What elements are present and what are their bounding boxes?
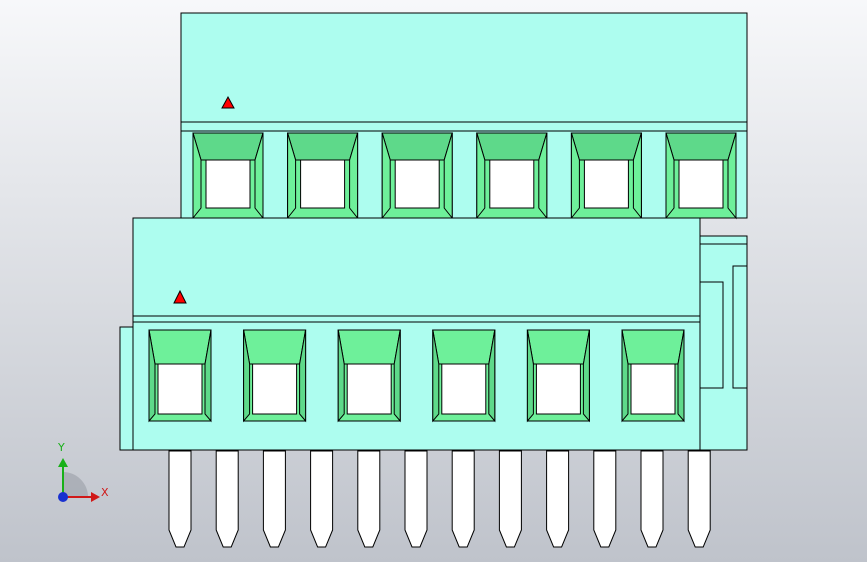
slot-bevel <box>570 132 580 220</box>
slot-bevel <box>526 329 590 365</box>
slot-bevel <box>677 329 685 423</box>
front-terminal-slot[interactable] <box>526 329 590 423</box>
slot-opening <box>205 159 251 209</box>
terminal-pin <box>593 450 617 548</box>
front-terminal-slot[interactable] <box>148 329 212 423</box>
back-terminal-slot[interactable] <box>286 132 359 220</box>
terminal-pin <box>168 450 192 548</box>
back-terminal-slot[interactable] <box>665 132 737 220</box>
front-terminal-slot[interactable] <box>621 329 685 423</box>
front-polarity-marker <box>173 289 187 304</box>
slot-bevel <box>192 132 202 220</box>
slot-bevel <box>727 132 737 220</box>
slot-opening <box>489 159 535 209</box>
slot-opening <box>252 363 298 415</box>
slot-bevel <box>538 132 548 220</box>
slot-bevel <box>381 132 453 161</box>
front-left-tab <box>119 326 134 451</box>
slot-bevel <box>526 329 534 423</box>
slot-opening <box>346 363 392 415</box>
slot-opening <box>535 363 581 415</box>
slot-bevel <box>665 132 675 220</box>
back-terminal-slot[interactable] <box>570 132 643 220</box>
origin-point <box>58 492 68 502</box>
slot-bevel <box>337 329 401 365</box>
back-terminal-slot[interactable] <box>476 132 548 220</box>
terminal-pin <box>357 450 381 548</box>
back-housing <box>180 12 748 219</box>
slot-opening <box>678 159 724 209</box>
slot-opening <box>630 363 676 415</box>
terminal-pin <box>451 450 475 548</box>
slot-bevel <box>632 132 642 220</box>
slot-bevel <box>381 132 391 220</box>
back-connector[interactable] <box>180 12 748 220</box>
x-axis-arrowhead <box>91 492 100 502</box>
terminal-pin <box>404 450 428 548</box>
slot-bevel <box>488 329 496 423</box>
coordinate-triad-icon <box>58 458 100 502</box>
back-terminal-slot[interactable] <box>381 132 453 220</box>
slot-bevel <box>432 329 496 365</box>
slot-bevel <box>476 132 548 161</box>
slot-bevel <box>299 329 307 423</box>
slot-bevel <box>621 329 629 423</box>
rail-post <box>732 265 748 389</box>
rail-top <box>699 235 748 245</box>
slot-bevel <box>287 132 297 220</box>
slot-bevel <box>349 132 359 220</box>
slot-opening <box>157 363 203 415</box>
triad-plane <box>63 472 88 497</box>
slot-bevel <box>476 132 486 220</box>
front-terminal-slot[interactable] <box>243 329 307 423</box>
terminal-pin <box>640 450 664 548</box>
slot-opening <box>300 159 346 209</box>
slot-bevel <box>582 329 590 423</box>
slot-bevel <box>286 132 359 161</box>
front-connector[interactable] <box>119 217 701 451</box>
slot-bevel <box>243 329 307 365</box>
front-terminal-slot[interactable] <box>337 329 401 423</box>
slot-bevel <box>432 329 440 423</box>
rail-inner <box>699 281 724 389</box>
slot-bevel <box>443 132 453 220</box>
slot-bevel <box>393 329 401 423</box>
slot-bevel <box>570 132 643 161</box>
slot-bevel <box>148 329 156 423</box>
slot-bevel <box>204 329 212 423</box>
slot-opening <box>394 159 440 209</box>
y-axis-arrowhead <box>58 458 68 467</box>
back-terminal-slot[interactable] <box>192 132 264 220</box>
slot-bevel <box>243 329 251 423</box>
slot-bevel <box>254 132 264 220</box>
slot-bevel <box>148 329 212 365</box>
slot-bevel <box>665 132 737 161</box>
slot-bevel <box>192 132 264 161</box>
pin-row <box>168 450 711 548</box>
terminal-pin <box>310 450 334 548</box>
front-housing <box>132 217 701 451</box>
terminal-pin <box>687 450 711 548</box>
front-terminal-slot[interactable] <box>432 329 496 423</box>
axis-x-label: X <box>101 486 109 499</box>
side-rails <box>699 235 748 451</box>
slot-bevel <box>337 329 345 423</box>
terminal-pin <box>498 450 522 548</box>
back-polarity-marker <box>221 95 235 109</box>
terminal-pin <box>546 450 570 548</box>
slot-bevel <box>621 329 685 365</box>
terminal-pin <box>215 450 239 548</box>
terminal-pin <box>262 450 286 548</box>
slot-opening <box>441 363 487 415</box>
slot-opening <box>583 159 629 209</box>
axis-y-label: Y <box>58 441 65 454</box>
